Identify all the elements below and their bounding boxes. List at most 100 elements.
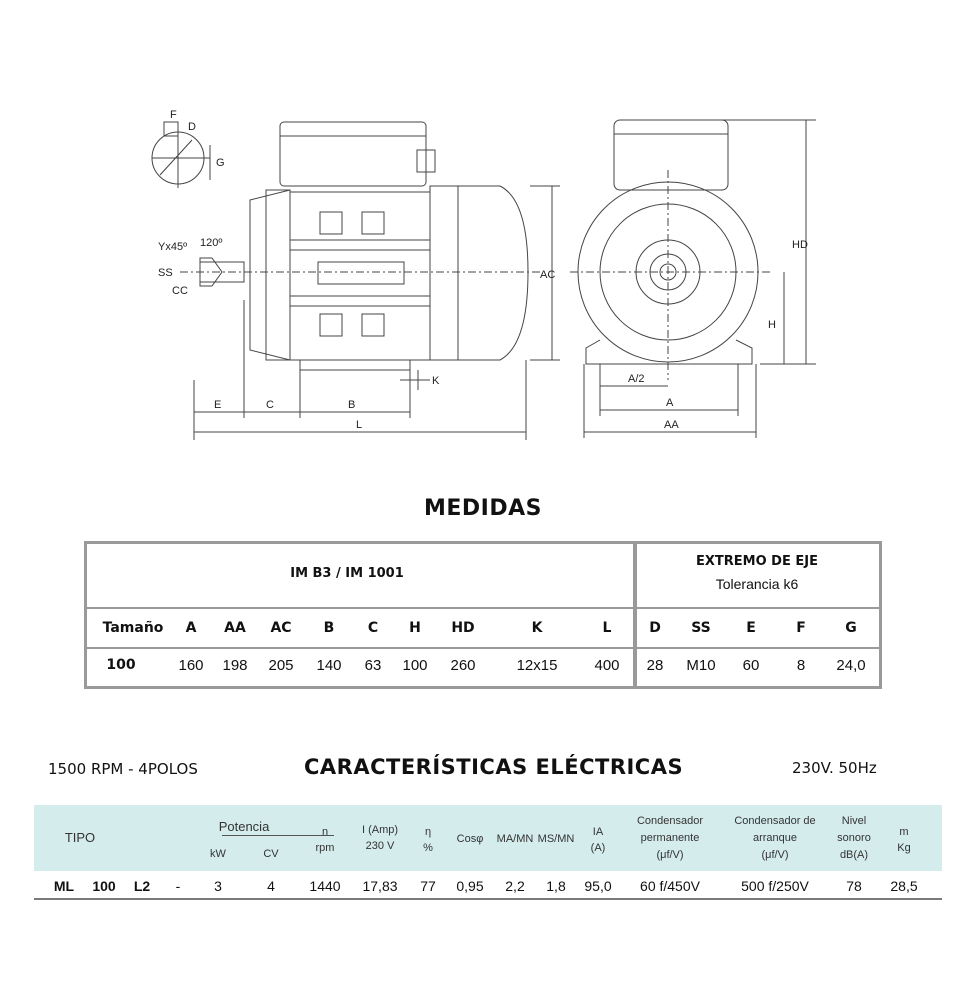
header-cond-arr: Condensador de <box>734 815 816 827</box>
label-f: F <box>170 109 177 121</box>
header-cos: Cosφ <box>456 833 484 845</box>
medidas-cell: 205 <box>268 657 294 674</box>
medidas-header: AC <box>270 620 292 636</box>
cell-cv: 4 <box>267 878 275 894</box>
header-nivel: Nivel <box>841 815 867 827</box>
label-c: C <box>266 399 274 411</box>
header-cond-arr: (μf/V) <box>761 849 789 861</box>
cell-kw: 3 <box>214 878 222 894</box>
label-a: A <box>666 397 674 409</box>
label-h: H <box>768 319 776 331</box>
medidas-cell: 140 <box>316 657 342 674</box>
medidas-cell: M10 <box>686 657 716 674</box>
rpm-poles-label: 1500 RPM - 4POLOS <box>48 760 198 778</box>
cell-eta: 77 <box>420 878 436 894</box>
medidas-header: G <box>845 620 857 636</box>
cell-ma: 2,2 <box>505 878 525 894</box>
cell-cond-arr: 500 f/250V <box>741 878 809 894</box>
medidas-cell: 60 <box>742 657 760 674</box>
medidas-header: HD <box>451 620 475 636</box>
cell-db: 78 <box>846 878 862 894</box>
cell-tam: 100 <box>92 878 116 894</box>
header-kw: kW <box>210 848 226 860</box>
cell-var: L2 <box>133 878 151 894</box>
label-aa: AA <box>664 419 679 431</box>
electrical-title: CARACTERÍSTICAS ELÉCTRICAS <box>304 755 684 779</box>
medidas-cell: 260 <box>450 657 476 674</box>
header-cond-perm: Condensador <box>636 815 704 827</box>
header-ma-mn: MA/MN <box>496 833 534 845</box>
medidas-header: E <box>746 620 756 636</box>
label-g: G <box>216 157 225 169</box>
label-d: D <box>188 121 196 133</box>
front-terminal-box <box>613 119 729 191</box>
terminal-box <box>279 121 427 187</box>
header-kg: Kg <box>897 842 911 854</box>
cell-kg: 28,5 <box>890 878 918 894</box>
header-cv: CV <box>263 848 279 860</box>
medidas-header: Tamaño <box>102 620 164 636</box>
medidas-header: H <box>409 620 421 636</box>
header-potencia: Potencia <box>218 819 270 834</box>
label-b: B <box>348 399 355 411</box>
medidas-cell: 8 <box>796 657 806 674</box>
medidas-header: F <box>796 620 806 636</box>
label-ac: AC <box>540 269 555 281</box>
label-hd: HD <box>792 239 808 251</box>
medidas-title: MEDIDAS <box>423 496 542 521</box>
medidas-cell: 160 <box>178 657 204 674</box>
cell-dash: - <box>175 878 181 894</box>
cell-cos: 0,95 <box>456 878 484 894</box>
electrical-header-band <box>34 805 942 871</box>
label-yx45: Yx45º <box>158 241 187 253</box>
medidas-cell: 24,0 <box>836 657 866 674</box>
header-ms-mn: MS/MN <box>537 833 575 845</box>
label-cc: CC <box>172 285 188 297</box>
header-nivel: dB(A) <box>839 849 869 861</box>
medidas-header: D <box>649 620 661 636</box>
header-ia: IA <box>592 826 604 838</box>
label-120: 120º <box>200 237 222 249</box>
header-cond-arr: arranque <box>752 832 798 844</box>
medidas-header: AA <box>224 620 246 636</box>
voltage-label: 230V. 50Hz <box>792 759 877 777</box>
label-ss: SS <box>158 267 173 279</box>
label-k: K <box>432 375 440 387</box>
medidas-cell: 63 <box>364 657 382 674</box>
medidas-cell: 400 <box>594 657 620 674</box>
medidas-cell: 198 <box>222 657 248 674</box>
medidas-header: L <box>602 620 612 636</box>
header-cond-perm: (μf/V) <box>656 849 684 861</box>
cell-ms: 1,8 <box>546 878 566 894</box>
medidas-group-eje: EXTREMO DE EJE <box>696 554 818 569</box>
fan-cover <box>429 185 529 361</box>
header-rpm: rpm <box>315 842 335 854</box>
label-l: L <box>356 419 362 431</box>
motor-dimension-drawing: F D G Yx45º 120º SS CC AC K E C B L HD H… <box>151 109 816 440</box>
medidas-cell: 100 <box>106 657 136 673</box>
header-tipo: TIPO <box>64 830 96 845</box>
header-ia-unit: (A) <box>590 842 606 854</box>
medidas-cell: 12x15 <box>516 657 558 674</box>
medidas-cell: 28 <box>646 657 664 674</box>
header-pct: % <box>423 842 433 854</box>
header-230v: 230 V <box>365 840 395 852</box>
cell-ia: 95,0 <box>584 878 612 894</box>
header-nivel: sonoro <box>837 832 871 844</box>
cell-rpm: 1440 <box>309 878 341 894</box>
header-m: m <box>899 826 909 838</box>
medidas-header: A <box>185 620 197 636</box>
header-eta: η <box>424 826 432 838</box>
medidas-cell: 100 <box>402 657 428 674</box>
medidas-header: K <box>531 620 543 636</box>
medidas-header: C <box>367 620 379 636</box>
cell-amp: 17,83 <box>362 878 398 894</box>
cell-serie: ML <box>53 878 75 894</box>
medidas-tolerance: Tolerancia k6 <box>715 576 799 592</box>
electrical-table: TIPO Potencia kW CV n rpm I (Amp) 230 V … <box>34 805 942 901</box>
header-cond-perm: permanente <box>640 832 700 844</box>
label-e: E <box>214 399 221 411</box>
medidas-table: IM B3 / IM 1001 EXTREMO DE EJE Toleranci… <box>84 541 882 689</box>
label-a2: A/2 <box>628 373 645 385</box>
header-n: n <box>321 826 329 838</box>
